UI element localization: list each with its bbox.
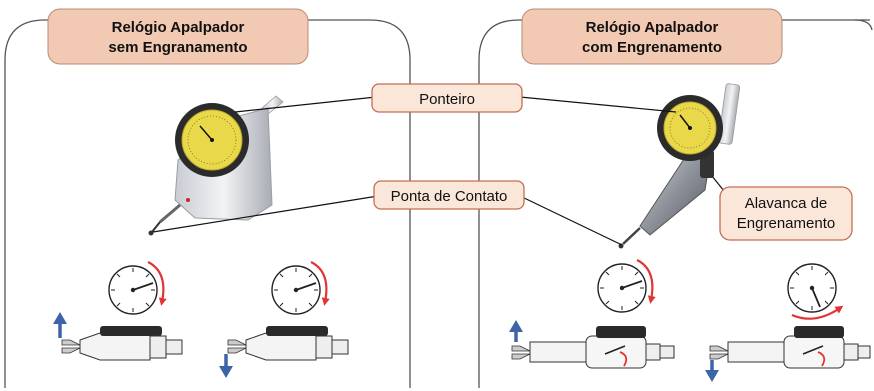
rotation-arrow-icon (310, 261, 330, 306)
panel-right-title: Relógio Apalpador com Engrenamento (521, 8, 783, 65)
panel-left-title-line1: Relógio Apalpador (112, 19, 245, 36)
rotation-arrow-icon (147, 261, 167, 306)
panel-right-title-line1: Relógio Apalpador (586, 19, 719, 36)
panel-left-title-line2: sem Engranamento (108, 39, 247, 56)
dial-gauge-icon (271, 265, 321, 315)
dial-test-indicator-left (148, 95, 284, 236)
panel-left: Relógio Apalpador sem Engranamento (4, 8, 411, 388)
panel-left-title-box (47, 8, 309, 65)
dial-gauge-icon (787, 263, 837, 313)
dial-gauge-icon (597, 263, 647, 313)
dial-gauge-icon (108, 265, 158, 315)
panel-left-title: Relógio Apalpador sem Engranamento (47, 8, 309, 65)
panel-right: Relógio Apalpador com Engrenamento (478, 8, 873, 388)
callout-pointer-label: Ponteiro (419, 91, 475, 108)
callout-engagement-lever-line2: Engrenamento (737, 215, 835, 232)
panel-right-border (478, 19, 870, 388)
panel-right-title-box (521, 8, 783, 65)
callout-contact-tip-label: Ponta de Contato (391, 188, 508, 205)
gauge-side-view-right-1 (511, 326, 675, 369)
panel-right-title-line2: com Engrenamento (582, 39, 722, 56)
callout-pointer: Ponteiro (234, 83, 677, 113)
callout-contact-tip: Ponta de Contato (152, 180, 623, 246)
callout-engagement-lever: Alavanca de Engrenamento (711, 175, 853, 241)
rotation-arrow-icon (636, 259, 656, 304)
dial-test-indicator-right (618, 83, 741, 249)
gauge-side-view-left-2 (227, 326, 349, 361)
gauge-side-view-right-2 (709, 326, 871, 369)
callout-engagement-lever-line1: Alavanca de (745, 195, 828, 212)
gauge-side-view-left-1 (61, 326, 183, 361)
rotation-arrow-icon (791, 305, 844, 320)
